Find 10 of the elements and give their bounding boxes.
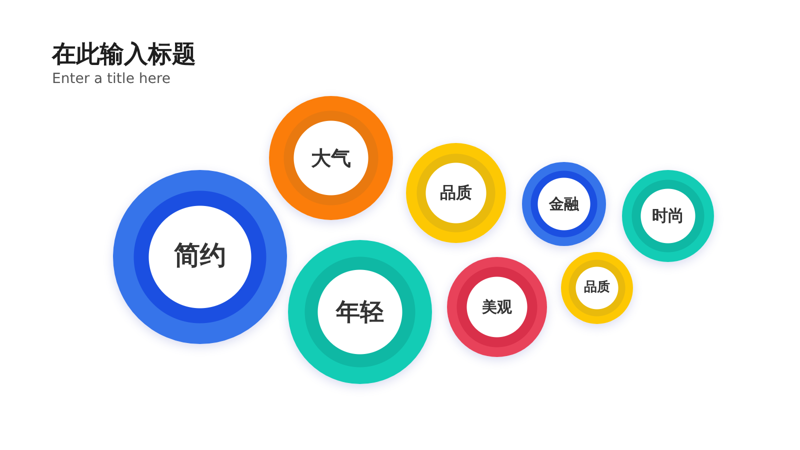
circle-label: 美观 — [482, 298, 512, 316]
subtitle: Enter a title here — [52, 70, 170, 88]
page-title: 在此输入标题 — [52, 39, 196, 69]
circle-label: 品质 — [440, 183, 472, 203]
circle-label: 大气 — [311, 146, 351, 170]
circle-label: 金融 — [549, 195, 579, 213]
circle-label: 时尚 — [652, 206, 684, 226]
circle-label: 简约 — [174, 241, 226, 273]
circle-label: 年轻 — [336, 298, 384, 326]
circle-label: 品质 — [584, 280, 610, 296]
